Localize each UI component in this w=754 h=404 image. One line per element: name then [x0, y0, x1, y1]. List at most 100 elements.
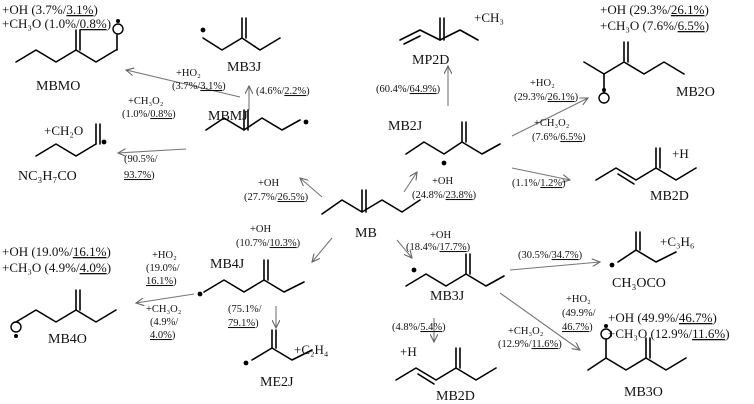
label-mbmo: MBMO: [36, 79, 80, 94]
branch-mb2o-oh: +OH (29.3%/26.1%): [600, 2, 709, 17]
coproduct-h-bottom: +H: [400, 344, 417, 359]
ratio-mb-mb2j-species: +OH: [432, 176, 454, 187]
label-mb2d-bottom: MB2D: [436, 389, 475, 404]
radical-dot: [197, 291, 203, 297]
ratio-mb4j-ho2-species: +HO₂: [152, 250, 177, 261]
mp2d-structure: [399, 17, 479, 45]
reaction-arrows: [118, 66, 600, 350]
arrow-mb-to-mb4j: [312, 237, 333, 262]
radical-dot: [303, 119, 309, 125]
mbmo-structure: [15, 19, 124, 63]
label-mb2j: MB2J: [388, 119, 423, 134]
label-nc3h7co: NC₃H₇CO: [18, 169, 77, 184]
ratio-mb3j-ho2-b: 46.7%): [562, 322, 593, 333]
ratio-mb-mb2j: (24.8%/23.8%): [412, 190, 477, 201]
arrow-mb3j-to-mb3o: [499, 292, 580, 350]
arrow-ratio-labels: +HO₂ (3.7%/3.1%) +CH₃O₂ (1.0%/0.8%) (4.6…: [122, 68, 596, 350]
ratio-mb4j-me2j-a: (75.1%/: [228, 304, 262, 315]
ratio-mb4j-ho2-b: 16.1%): [146, 276, 177, 287]
ratio-mb4j-ho2-a: (19.0%/: [146, 263, 180, 274]
mb-structure: [321, 189, 421, 215]
ratio-mb4j-ch3o2-b: 4.0%): [150, 330, 176, 341]
label-mbmj: MBMJ: [208, 109, 248, 124]
arrow-mb-to-mb2j: [403, 172, 417, 193]
ratio-mb3j-ch3o2: (12.9%/11.6%): [498, 339, 562, 350]
ratio-mb2j-ho2-species: +HO₂: [530, 78, 555, 89]
ratio-mb-mb4j: (10.7%/10.3%): [236, 238, 301, 249]
ratio-mb3j-ch3oco: (30.5%/34.7%): [518, 250, 583, 261]
ratio-mbmj-ho2: (3.7%/3.1%): [172, 81, 226, 92]
ratio-mb2j-ch3o2: (7.6%/6.5%): [532, 132, 586, 143]
ratio-mb3j-ch3o2-species: +CH₃O₂: [508, 326, 544, 337]
arrow-mb4j-to-mb4o: [136, 293, 195, 303]
ratio-mb2j-mb2d: (1.1%/1.2%): [512, 178, 566, 189]
coproduct-c3h6: +C₃H₆: [660, 234, 694, 249]
ratio-mb2j-ho2: (29.3%/26.1%): [514, 92, 579, 103]
ratio-mbmj-nc3-b: 93.7%): [124, 170, 155, 181]
radical-dot: [411, 267, 417, 273]
nc3h7co-structure: [35, 123, 107, 157]
radical-dot: [200, 27, 206, 33]
label-mb3j-top: MB3J: [227, 60, 262, 75]
label-mb2d-right: MB2D: [650, 189, 689, 204]
mb3j-bottom-structure: [405, 253, 505, 287]
species-labels: MB MBMJ MB3J MBMO NC₃H₇CO MP2D MB2J MB2O…: [18, 53, 715, 404]
label-mb3o: MB3O: [624, 385, 663, 400]
branch-mbmo-ch3o: +CH₃O (1.0%/0.8%): [2, 16, 111, 31]
coproduct-c2h4: +C₂H₄: [294, 342, 329, 357]
label-mb4j: MB4J: [210, 257, 245, 272]
arrow-mb3j-to-ch3oco: [509, 262, 600, 271]
mb3j-top-structure: [200, 17, 281, 51]
arrow-mbmj-to-nc3h7co: [118, 148, 187, 153]
ratio-mb4j-ch3o2-a: (4.9%/: [150, 317, 178, 328]
ratio-mb2j-ch3o2-species: +CH₃O₂: [534, 118, 570, 129]
ratio-mbmj-nc3-a: (90.5%/: [124, 154, 158, 165]
ratio-mb-mb4j-species: +OH: [250, 224, 272, 235]
branch-mb3o-oh: +OH (49.9%/46.7%): [608, 310, 717, 325]
radical-dot: [441, 160, 447, 166]
mb2o-structure: [583, 41, 685, 104]
branch-mb2o-ch3o: +CH₃O (7.6%/6.5%): [600, 18, 709, 33]
ratio-mb3j-ho2-a: (49.9%/: [562, 308, 596, 319]
mb4j-structure: [197, 259, 305, 297]
ratio-mb3j-ho2-species: +HO₂: [566, 294, 591, 305]
mb2d-right-structure: [595, 147, 697, 185]
ratio-mbmj-ch3o2-species: +CH₃O₂: [128, 96, 164, 107]
label-mb3j: MB3J: [430, 289, 465, 304]
ratio-mb3j-mb2d: (4.8%/5.4%): [392, 322, 446, 333]
label-mb2o: MB2O: [676, 85, 715, 100]
ratio-mbmj-ch3o2: (1.0%/0.8%): [122, 109, 176, 120]
ratio-mb-mb3j: (18.4%/17.7%): [406, 242, 471, 253]
label-ch3oco: CH₃OCO: [612, 276, 666, 291]
label-mb: MB: [355, 226, 377, 241]
branch-mbmo-oh: +OH (3.7%/3.1%): [2, 2, 98, 17]
coproduct-ch3: +CH₃: [474, 10, 504, 25]
mbmj-structure: [205, 109, 309, 131]
ratio-mb-mbmj: (27.7%/26.5%): [244, 192, 309, 203]
mb2j-structure: [405, 121, 501, 166]
arrow-mb2j-to-mb2d: [511, 167, 570, 180]
arrow-mb2j-to-mb2o: [511, 98, 588, 137]
molecule-structures: [10, 17, 697, 385]
branch-mb4o-oh: +OH (19.0%/16.1%): [2, 244, 111, 259]
mb2d-bottom-structure: [395, 347, 497, 385]
mb3o-structure: [587, 324, 687, 371]
ratio-mbmj-ho2-species: +HO₂: [176, 68, 201, 79]
coproduct-labels: +CH₂O +CH₃ +H +C₂H₄ +C₃H₆ +H: [44, 10, 694, 359]
me2j-structure: [243, 329, 313, 366]
branch-mb3o-ch3o: +CH₃O (12.9%/11.6%): [608, 326, 730, 341]
arrow-mbmj-to-mbmo: [126, 70, 241, 98]
branch-mb4o-ch3o: +CH₃O (4.9%/4.0%): [2, 260, 111, 275]
ratio-mb4j-ch3o2-species: +CH₃O₂: [146, 304, 182, 315]
mb4o-structure: [10, 289, 117, 338]
arrow-mb-to-mbmj: [300, 178, 323, 198]
label-mb4o: MB4O: [48, 332, 87, 347]
branching-headlines: +OH (3.7%/3.1%) +CH₃O (1.0%/0.8%) +OH (2…: [2, 2, 730, 341]
arrow-mb-to-mb3j: [396, 239, 412, 258]
label-me2j: ME2J: [260, 375, 294, 390]
ratio-mb-mbmj-species: +OH: [258, 178, 280, 189]
ratio-mbmj-mb3j: (4.6%/2.2%): [256, 86, 310, 97]
coproduct-ch2o: +CH₂O: [44, 123, 83, 138]
ratio-mb2j-mp2d: (60.4%/64.9%): [376, 84, 441, 95]
